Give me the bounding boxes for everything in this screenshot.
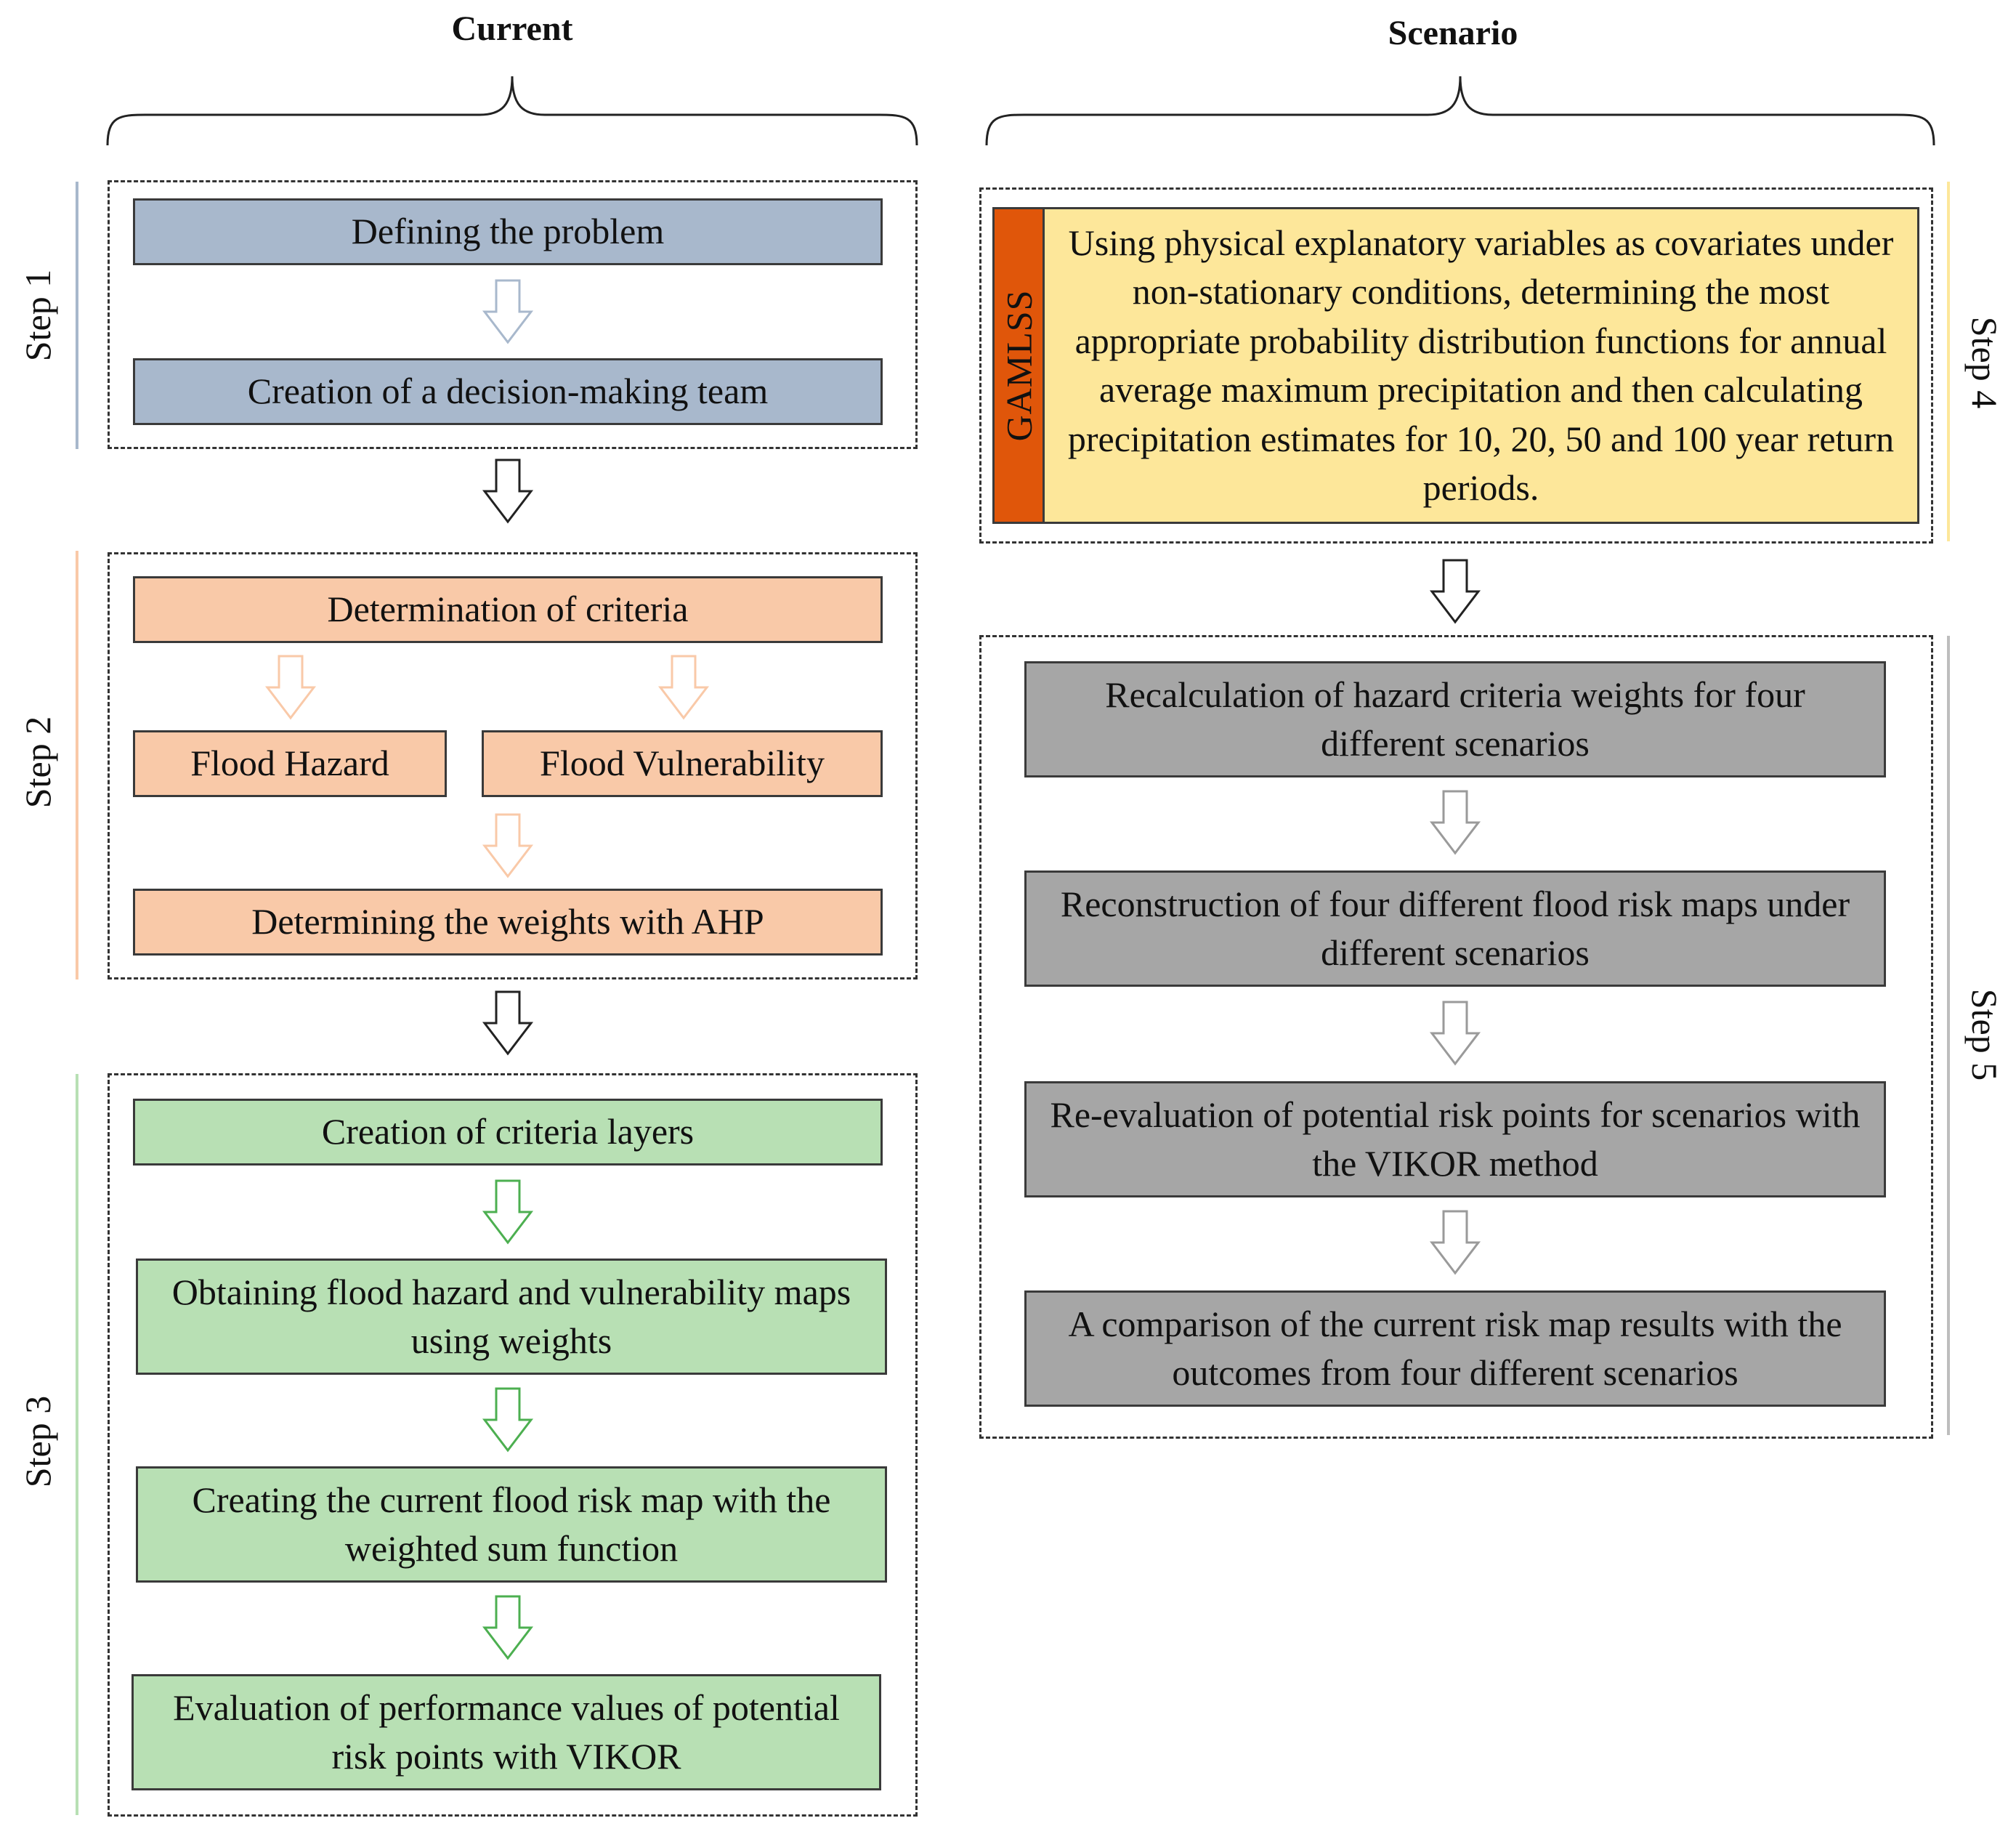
flood-hazard-box: Flood Hazard — [133, 730, 447, 797]
step1-accent-line — [76, 182, 78, 449]
down-arrow-icon — [482, 1179, 534, 1245]
step2-accent-line — [76, 551, 78, 979]
current-column-title: Current — [451, 9, 573, 48]
criteria-layers-box: Creation of criteria layers — [133, 1099, 883, 1166]
down-arrow-icon — [1429, 790, 1481, 855]
down-arrow-icon — [482, 458, 534, 524]
step2-label: Step 2 — [17, 716, 58, 809]
step4-group — [979, 187, 1933, 544]
step1-group — [108, 180, 918, 449]
step1-label: Step 1 — [17, 269, 58, 362]
step3-label: Step 3 — [17, 1395, 58, 1488]
step3-group — [108, 1073, 918, 1817]
step5-label: Step 5 — [1964, 988, 2005, 1081]
step5-group — [979, 635, 1933, 1439]
step3-accent-line — [76, 1074, 78, 1815]
down-arrow-icon — [482, 813, 534, 878]
gamlss-tab: GAMLSS — [995, 209, 1045, 522]
step4-accent-line — [1947, 182, 1950, 541]
scenario-column-title: Scenario — [1388, 14, 1518, 52]
down-arrow-icon — [482, 279, 534, 344]
reevaluation-box: Re-evaluation of potential risk points f… — [1024, 1081, 1886, 1197]
gamlss-description: Using physical explanatory variables as … — [1045, 209, 1917, 522]
down-arrow-icon — [1429, 1001, 1481, 1066]
scenario-brace — [985, 76, 1935, 146]
ahp-weights-box: Determining the weights with AHP — [133, 889, 883, 956]
flood-vulnerability-box: Flood Vulnerability — [482, 730, 883, 797]
down-arrow-icon — [657, 655, 710, 720]
comparison-box: A comparison of the current risk map res… — [1024, 1290, 1886, 1407]
down-arrow-icon — [482, 1595, 534, 1660]
down-arrow-icon — [1429, 1210, 1481, 1275]
current-risk-map-box: Creating the current flood risk map with… — [136, 1466, 887, 1583]
vikor-evaluation-box: Evaluation of performance values of pote… — [131, 1674, 881, 1790]
down-arrow-icon — [482, 1387, 534, 1453]
reconstruction-box: Reconstruction of four different flood r… — [1024, 870, 1886, 987]
recalculation-box: Recalculation of hazard criteria weights… — [1024, 661, 1886, 777]
decision-team-box: Creation of a decision-making team — [133, 358, 883, 425]
hazard-vulnerability-maps-box: Obtaining flood hazard and vulnerability… — [136, 1259, 887, 1375]
down-arrow-icon — [482, 990, 534, 1056]
criteria-box: Determination of criteria — [133, 576, 883, 643]
down-arrow-icon — [1429, 559, 1481, 624]
gamlss-box: GAMLSS Using physical explanatory variab… — [992, 207, 1919, 524]
step2-group — [108, 552, 918, 979]
defining-problem-box: Defining the problem — [133, 198, 883, 265]
step4-label: Step 4 — [1964, 316, 2005, 409]
down-arrow-icon — [264, 655, 317, 720]
current-brace — [106, 76, 918, 146]
gamlss-tab-label: GAMLSS — [998, 289, 1039, 442]
step5-accent-line — [1947, 636, 1950, 1435]
